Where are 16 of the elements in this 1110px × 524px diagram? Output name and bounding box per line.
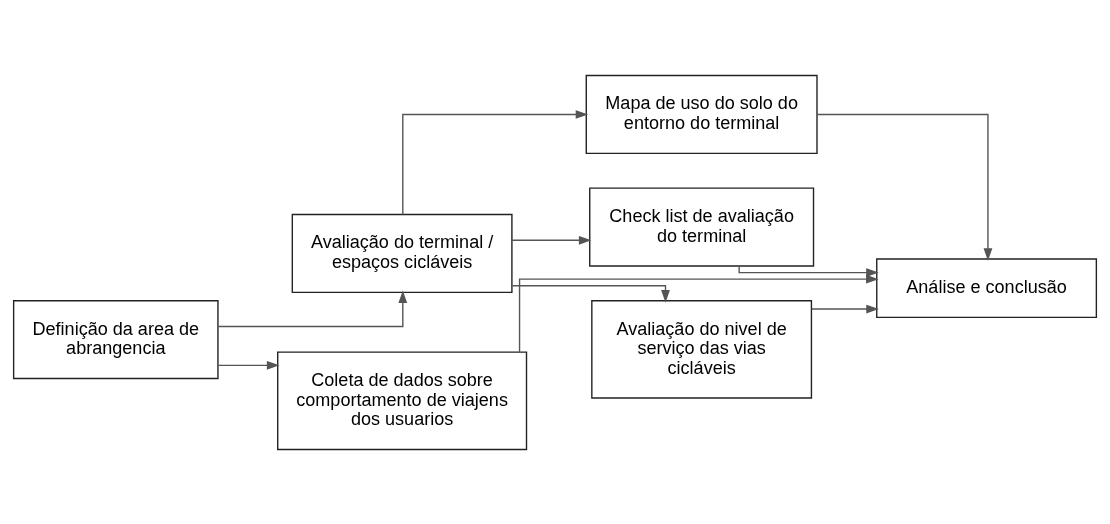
arrow	[738, 265, 879, 277]
arrow	[816, 113, 993, 261]
node-box: Mapa de uso do solo do entorno do terminal	[585, 74, 818, 154]
arrow	[217, 360, 280, 370]
arrow	[511, 235, 592, 245]
arrow	[217, 289, 408, 327]
arrow	[402, 109, 589, 215]
node-box: Avaliação do nivel de serviço das vias cicláveis	[591, 299, 813, 399]
node-box: Coleta de dados sobre comportamento de viajens dos usuarios	[277, 350, 528, 450]
arrow	[518, 274, 879, 353]
node-box: Avaliação do terminal / espaços cicláveis	[291, 213, 513, 293]
arrow	[811, 304, 879, 313]
node-box: Análise e conclusão	[876, 257, 1098, 318]
node-box: Check list de avaliação do terminal	[589, 186, 815, 267]
node-box: Definição da area de abrangencia	[12, 299, 219, 379]
arrow	[511, 284, 670, 303]
